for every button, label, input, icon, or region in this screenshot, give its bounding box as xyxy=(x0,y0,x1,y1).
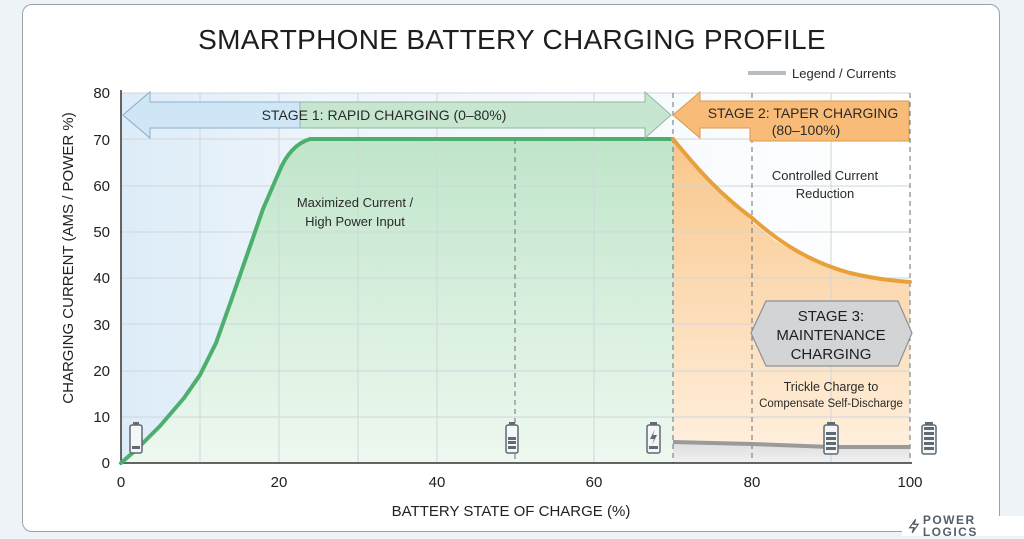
svg-text:20: 20 xyxy=(93,363,110,380)
note-trickle: Trickle Charge to xyxy=(784,380,879,394)
svg-text:10: 10 xyxy=(93,409,110,426)
brand-logo: POWER LOGICS xyxy=(902,513,1024,539)
legend-label[interactable]: Legend / Currents xyxy=(792,66,897,81)
svg-text:40: 40 xyxy=(93,270,110,287)
battery-charging-icon xyxy=(646,422,661,454)
svg-text:40: 40 xyxy=(429,474,446,491)
svg-text:80: 80 xyxy=(93,85,110,102)
stage3-curve xyxy=(672,440,910,449)
stage2-label: STAGE 2: TAPER CHARGING xyxy=(708,105,899,121)
note-reduction: Reduction xyxy=(796,186,855,201)
stage1-area xyxy=(121,139,673,463)
svg-text:30: 30 xyxy=(93,317,110,334)
stage3-line3: CHARGING xyxy=(791,346,872,363)
stage3-line2: MAINTENANCE xyxy=(776,327,885,344)
stage2-range: (80–100%) xyxy=(772,122,841,138)
stage3-line1: STAGE 3: xyxy=(798,308,864,325)
battery-half-icon xyxy=(505,422,519,454)
chart-title: SMARTPHONE BATTERY CHARGING PROFILE xyxy=(198,24,826,55)
note-controlled-current: Controlled Current xyxy=(772,168,879,183)
battery-nearly-full-icon xyxy=(823,422,839,455)
svg-text:60: 60 xyxy=(586,474,603,491)
stage-dividers xyxy=(514,93,911,463)
y-axis-label: CHARGING CURRENT (AMS / POWER %) xyxy=(60,112,77,403)
note-high-power: High Power Input xyxy=(305,214,405,229)
svg-text:0: 0 xyxy=(117,474,125,491)
stage2-banner xyxy=(672,90,910,142)
svg-text:70: 70 xyxy=(93,132,110,149)
stage2-curve xyxy=(671,137,912,284)
battery-empty-icon xyxy=(129,422,143,454)
stage1-label: STAGE 1: RAPID CHARGING (0–80%) xyxy=(262,107,507,123)
lightning-logo-icon xyxy=(908,518,920,534)
x-tick-labels: 0 20 40 60 80 100 xyxy=(117,474,923,491)
svg-text:50: 50 xyxy=(93,224,110,241)
svg-text:100: 100 xyxy=(897,474,922,491)
stage1-curve xyxy=(119,137,675,465)
note-maximized-current: Maximized Current / xyxy=(297,195,414,210)
stage3-badge xyxy=(750,300,913,367)
svg-text:80: 80 xyxy=(744,474,761,491)
svg-text:60: 60 xyxy=(93,178,110,195)
y-tick-labels: 0 10 20 30 40 50 60 70 80 xyxy=(93,85,110,472)
logo-text: POWER LOGICS xyxy=(922,513,978,539)
battery-full-icon xyxy=(921,422,937,455)
note-self-discharge: Compensate Self-Discharge xyxy=(759,398,903,410)
svg-text:0: 0 xyxy=(102,455,110,472)
x-axis-label: BATTERY STATE OF CHARGE (%) xyxy=(392,503,631,520)
svg-text:20: 20 xyxy=(271,474,288,491)
